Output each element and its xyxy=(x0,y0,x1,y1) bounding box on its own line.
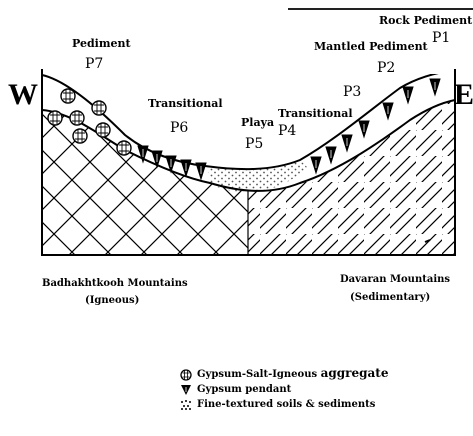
east-mountains-name: Davaran Mountains xyxy=(340,274,450,285)
legend-label-fine-soil: Fine-textured soils & sediments xyxy=(197,399,375,410)
pendant-icon xyxy=(180,384,194,396)
west-label: W xyxy=(8,78,38,111)
unit-p7-code: P7 xyxy=(85,56,103,72)
legend-extra-aggregate: aggregate xyxy=(321,366,389,380)
unit-p2-name: Mantled Pediment xyxy=(314,40,429,53)
unit-p5-name: Playa xyxy=(241,116,274,129)
unit-p4-code: P4 xyxy=(278,123,296,139)
unit-p5-code: P5 xyxy=(245,136,263,152)
fine-soil-icon xyxy=(180,399,194,411)
unit-p4-name: Transitional xyxy=(278,107,353,120)
west-mountains-type: (Igneous) xyxy=(85,295,139,306)
unit-p3-code: P3 xyxy=(343,84,361,100)
unit-p6-code: P6 xyxy=(170,120,188,136)
legend-label-pendant: Gypsum pendant xyxy=(197,384,291,395)
west-mountains-name: Badhakhtkooh Mountains xyxy=(42,278,188,289)
legend-item-fine-soil: Fine-textured soils & sediments xyxy=(180,397,388,412)
east-label: E xyxy=(454,78,473,111)
legend-label-aggregate: Gypsum-Salt-Igneous xyxy=(197,369,317,380)
legend: Gypsum-Salt-Igneous aggregate Gypsum pen… xyxy=(180,367,388,412)
legend-item-aggregate: Gypsum-Salt-Igneous aggregate xyxy=(180,367,388,382)
aggregate-circle-icon xyxy=(180,369,194,381)
east-mountains-type: (Sedimentary) xyxy=(350,292,430,303)
unit-p6-name: Transitional xyxy=(148,97,223,110)
unit-p7-name: Pediment xyxy=(72,37,131,50)
unit-p1-name: Rock Pediment xyxy=(379,14,473,27)
legend-item-pendant: Gypsum pendant xyxy=(180,382,388,397)
unit-p1-code: P1 xyxy=(432,30,450,46)
unit-p2-code: P2 xyxy=(377,60,395,76)
